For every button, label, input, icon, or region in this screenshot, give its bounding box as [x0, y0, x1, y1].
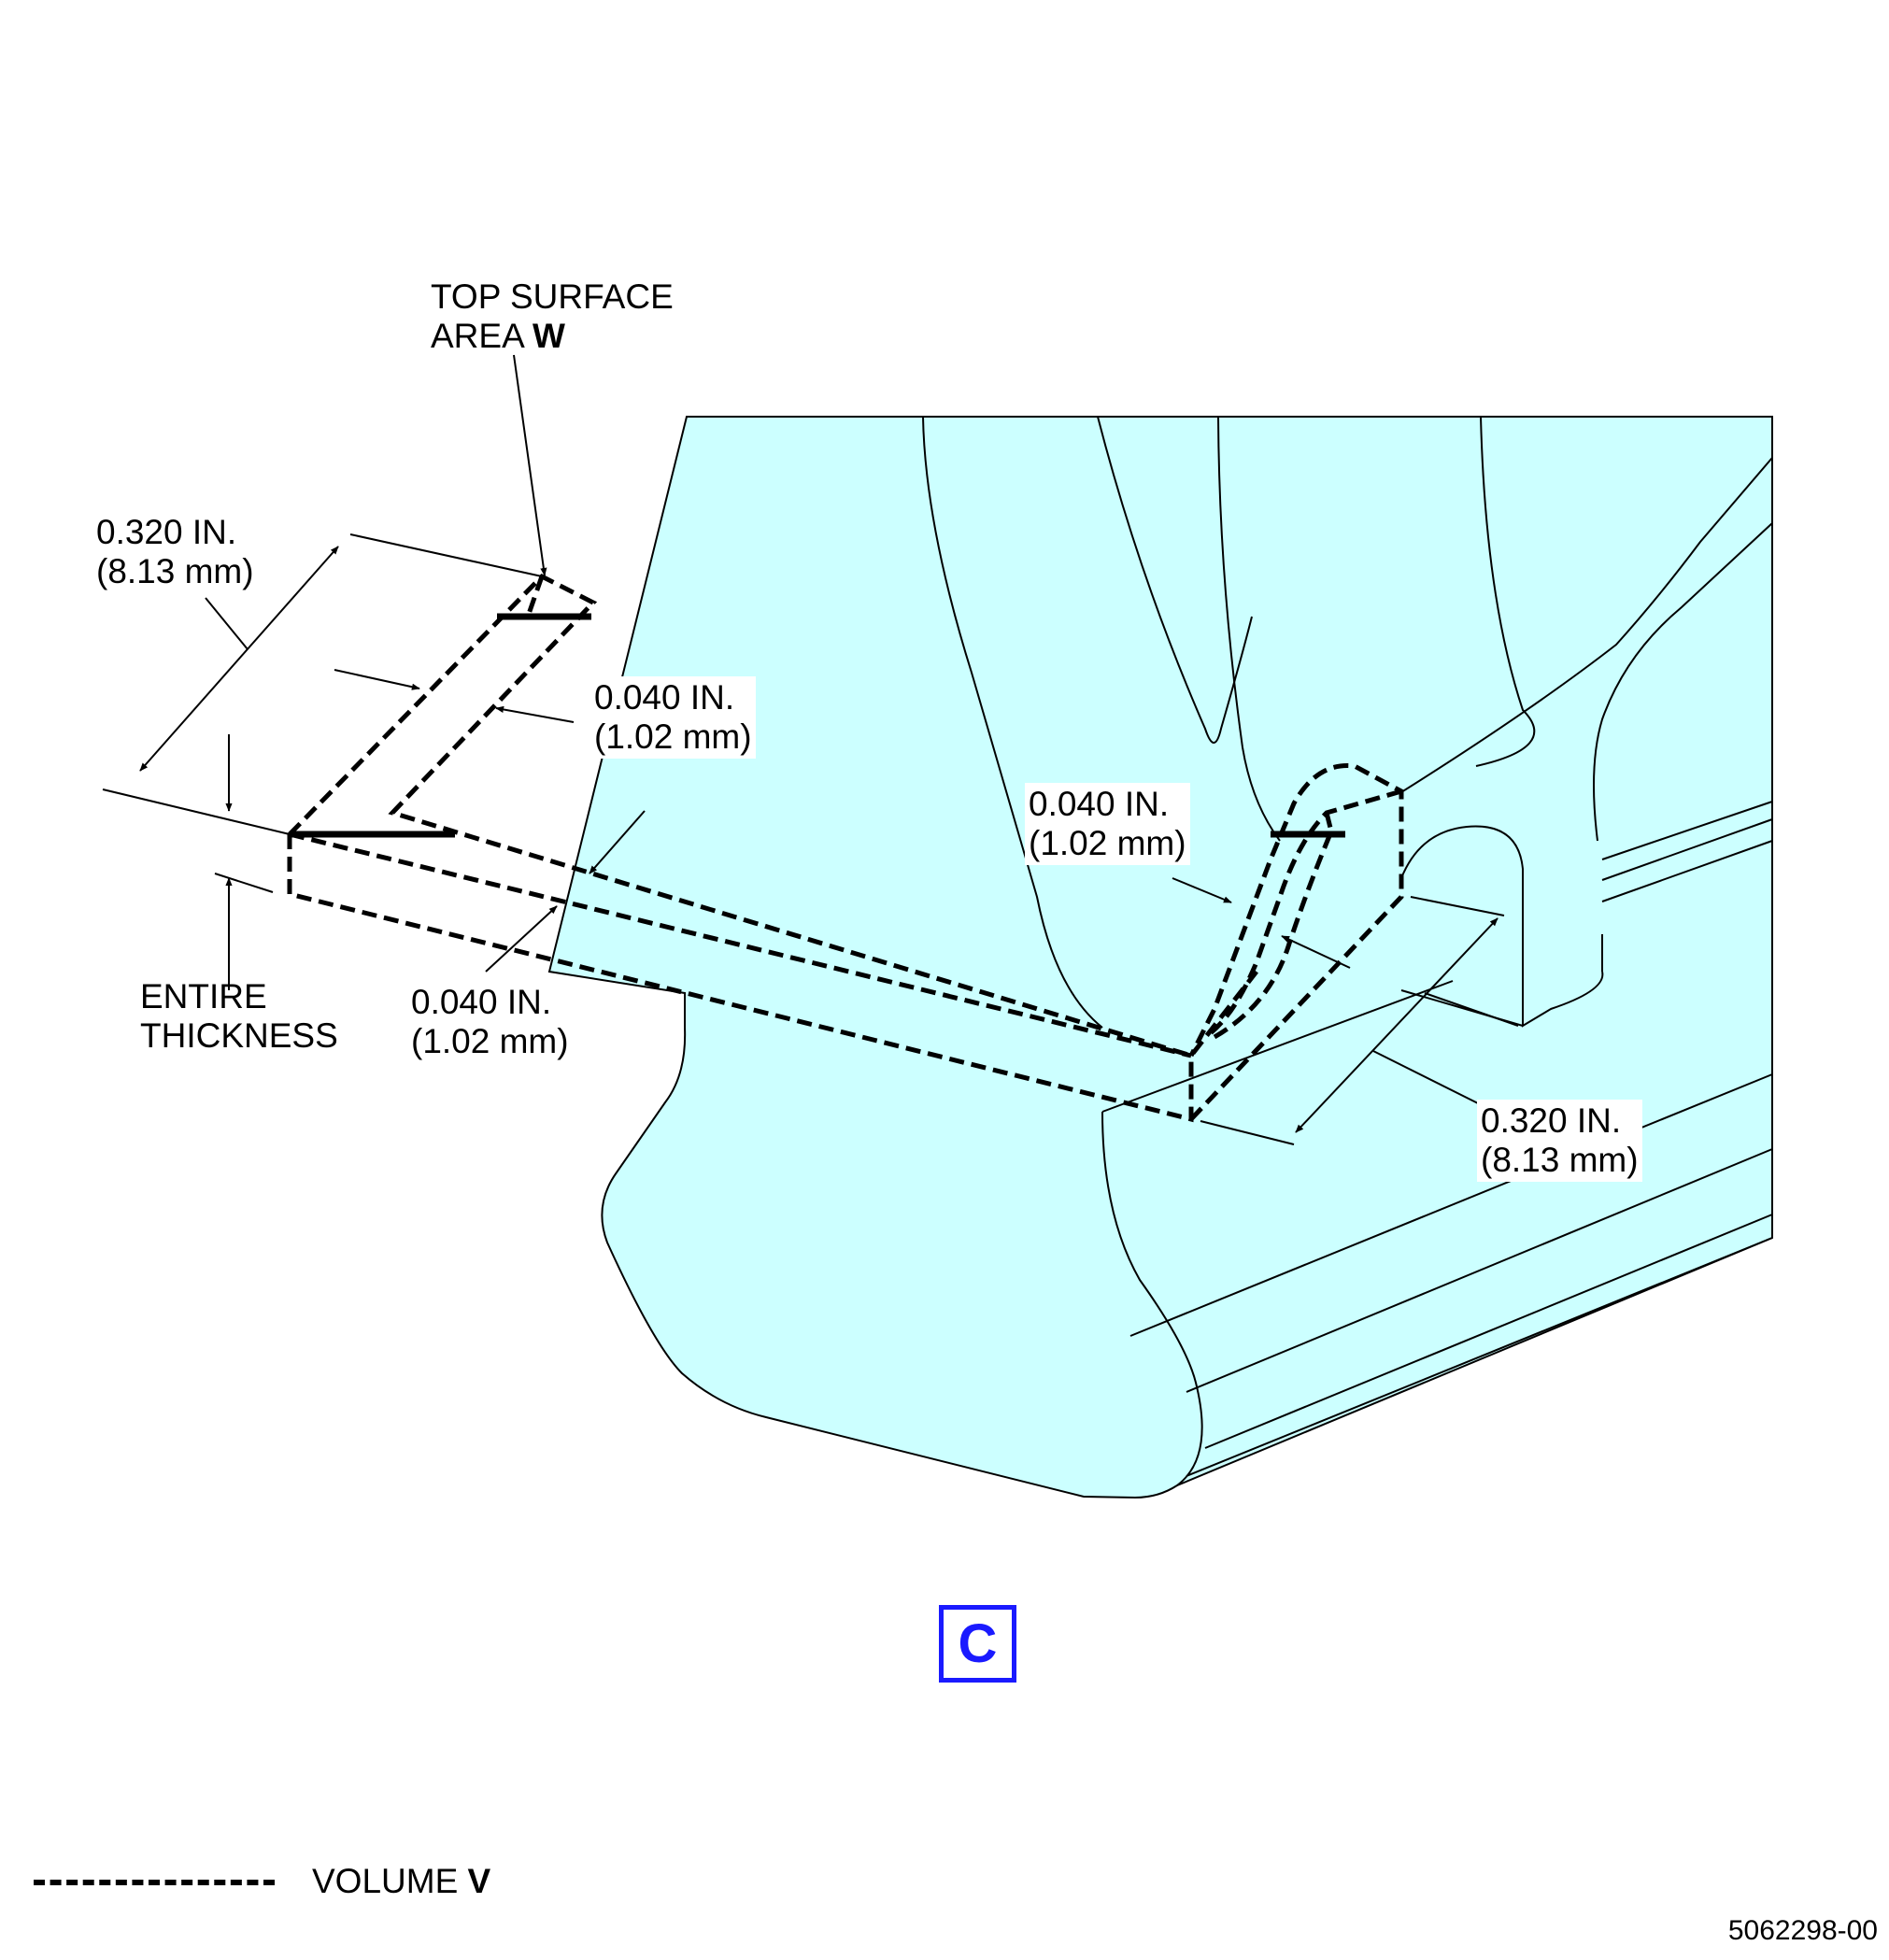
legend-label: VOLUME V — [312, 1862, 491, 1900]
area-w-bars — [290, 613, 1345, 838]
legend-dashed-line — [34, 1880, 275, 1885]
entire-thickness-label: ENTIRE THICKNESS — [140, 977, 338, 1055]
dim-left-label: 0.320 IN. (8.13 mm) — [96, 513, 254, 590]
dim-mid-label: 0.040 IN.(1.02 mm) — [1025, 783, 1190, 865]
view-badge: C — [939, 1605, 1016, 1683]
top-surface-label: TOP SURFACE AREA W — [431, 277, 674, 355]
dim-upper-label: 0.040 IN.(1.02 mm) — [590, 676, 756, 759]
blade-lines — [922, 416, 1773, 1486]
dimension-lines — [102, 354, 1505, 1145]
part-body — [547, 416, 1773, 1499]
dim-lower-label: 0.040 IN. (1.02 mm) — [411, 983, 569, 1060]
dim-right-label: 0.320 IN.(8.13 mm) — [1477, 1100, 1642, 1182]
figure-number: 5062298-00 — [1727, 1915, 1878, 1946]
